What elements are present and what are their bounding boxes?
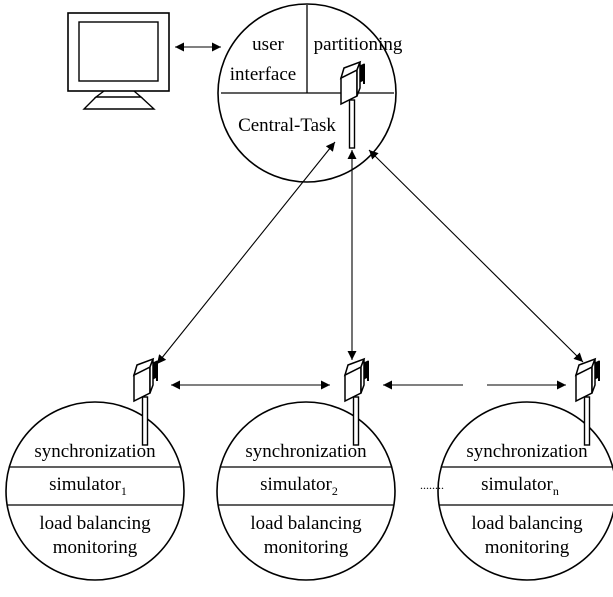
load-balancing-label: load balancing <box>39 513 151 534</box>
synchronization-label: synchronization <box>466 441 588 462</box>
monitoring-label: monitoring <box>264 537 349 558</box>
arrow-central-node1 <box>156 141 336 365</box>
synchronization-label: synchronization <box>34 441 156 462</box>
arrow-central-noden <box>368 149 584 363</box>
central-task-label: Central-Task <box>238 115 336 136</box>
synchronization-label: synchronization <box>245 441 367 462</box>
load-balancing-label: load balancing <box>471 513 583 534</box>
ellipsis: ........ <box>420 478 444 492</box>
simulator-label: simulatorn <box>481 474 559 498</box>
monitor-icon <box>67 12 170 110</box>
load-balancing-label: load balancing <box>250 513 362 534</box>
simulator-node-1: synchronization simulator1 load balancin… <box>5 401 185 581</box>
simulator-node-n: synchronization simulatorn load balancin… <box>437 401 613 581</box>
simulator-node-2: synchronization simulator2 load balancin… <box>216 401 396 581</box>
user-label: user <box>252 34 284 55</box>
partitioning-label: partitioning <box>314 34 403 55</box>
interface-label: interface <box>230 64 296 85</box>
monitoring-label: monitoring <box>53 537 138 558</box>
simulator-label: simulator2 <box>260 474 338 498</box>
simulator-label: simulator1 <box>49 474 127 498</box>
monitoring-label: monitoring <box>485 537 570 558</box>
